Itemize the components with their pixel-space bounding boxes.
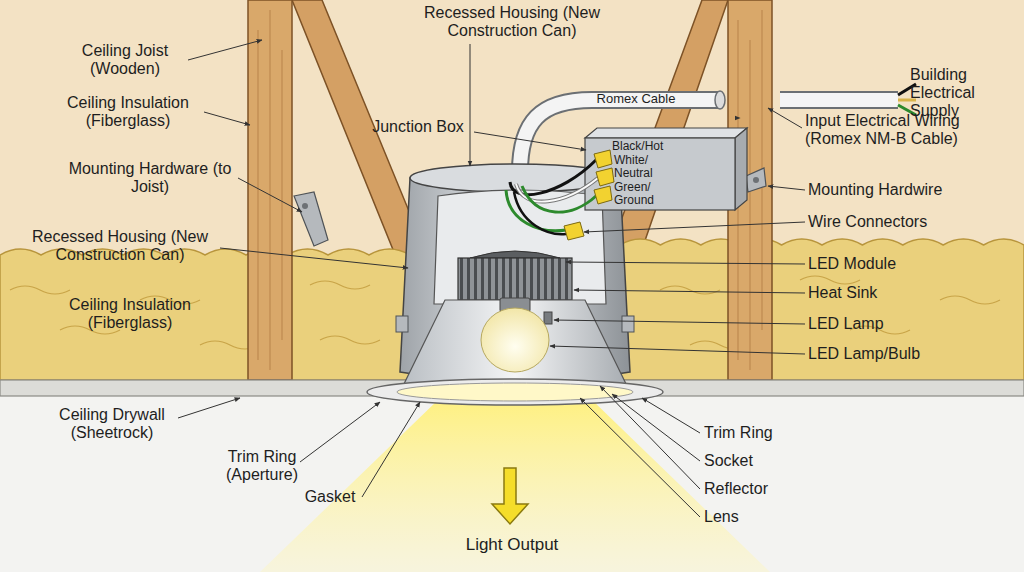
leader-line <box>574 290 805 293</box>
part-label: Recessed Housing (New Construction Can) <box>417 4 607 40</box>
mounting-bracket <box>294 192 328 246</box>
trim-ring <box>367 379 663 405</box>
leader-line <box>554 320 805 324</box>
part-label: Lens <box>704 508 854 526</box>
leader-line <box>178 398 240 418</box>
housing-tab <box>396 316 408 332</box>
part-label: Mounting Hardwire <box>808 181 1008 199</box>
mounting-bracket <box>746 168 766 192</box>
leader-line <box>220 248 408 268</box>
part-label: Gasket <box>295 488 365 506</box>
supply-cable <box>780 93 898 107</box>
part-label: Ceiling Insulation (Fiberglass) <box>55 296 205 332</box>
part-label: Building Electrical Supply <box>910 66 1015 120</box>
lamp-clip <box>544 312 552 324</box>
fiberglass-insulation <box>620 239 1024 380</box>
leader-line <box>188 40 262 60</box>
fiberglass-insulation <box>0 249 410 380</box>
hot-wire <box>514 192 566 234</box>
part-label: Light Output <box>437 535 587 554</box>
cable-end <box>715 91 725 109</box>
part-label: Black/Hot <box>612 140 702 153</box>
junction-box-top <box>585 128 747 138</box>
leader-line <box>584 222 805 232</box>
led-bulb <box>481 308 549 372</box>
leader-line <box>600 386 700 489</box>
leader-line <box>612 394 700 461</box>
supply-cable-outline <box>780 91 898 109</box>
part-label: Ceiling Insulation (Fiberglass) <box>53 94 203 130</box>
leader-line <box>300 402 380 462</box>
wire-connector <box>594 150 612 168</box>
part-label: Socket <box>704 452 854 470</box>
leader-line <box>642 398 700 433</box>
part-label: Ceiling Joist (Wooden) <box>65 42 185 78</box>
part-label: Green/ Ground <box>614 181 666 207</box>
part-label: Romex Cable <box>581 92 691 105</box>
spacer <box>720 118 740 119</box>
part-label: Input Electrical Wiring (Romex NM-B Cabl… <box>805 112 1010 148</box>
wire-connector <box>596 168 614 186</box>
attic-background <box>0 0 1024 380</box>
leader-line <box>566 262 805 264</box>
part-label: Junction Box <box>363 118 473 136</box>
bracket-screw <box>753 177 759 183</box>
part-label: Trim Ring (Aperture) <box>207 448 317 484</box>
part-label: LED Module <box>808 255 1008 273</box>
part-label: LED Lamp <box>808 315 1008 333</box>
part-label: White/ Neutral <box>614 154 666 180</box>
leader-line <box>580 398 700 517</box>
part-label: Mounting Hardware (to Joist) <box>63 160 238 196</box>
leader-line <box>362 402 420 497</box>
leader-line <box>550 346 805 354</box>
part-label: Recessed Housing (New Construction Can) <box>25 228 215 264</box>
wire-connector <box>564 222 584 240</box>
leader-line <box>238 178 302 212</box>
reflector <box>402 300 628 388</box>
bracket-screw <box>302 203 308 209</box>
lens <box>397 383 633 401</box>
leader-line <box>768 186 805 190</box>
part-label: LED Lamp/Bulb <box>808 345 1008 363</box>
heat-sink <box>458 258 572 300</box>
leader-line <box>474 132 586 150</box>
room-below <box>0 396 1024 572</box>
output-arrow <box>492 468 528 524</box>
leader-line <box>204 112 250 125</box>
leader-lines <box>178 40 805 517</box>
ground-wire <box>522 186 596 212</box>
leader-line <box>768 108 802 128</box>
part-label: Reflector <box>704 480 854 498</box>
part-label: Heat Sink <box>808 284 1008 302</box>
junction-box <box>585 138 735 210</box>
housing-tab <box>622 316 634 332</box>
junction-box-side <box>735 128 747 210</box>
leader-line <box>470 44 471 166</box>
part-label: Wire Connectors <box>808 213 1008 231</box>
part-label: Trim Ring <box>704 424 854 442</box>
part-label: Ceiling Drywall (Sheetrock) <box>47 406 177 442</box>
led-module-cap <box>470 251 560 258</box>
light-beam <box>260 398 770 572</box>
wire-connector <box>594 186 612 204</box>
